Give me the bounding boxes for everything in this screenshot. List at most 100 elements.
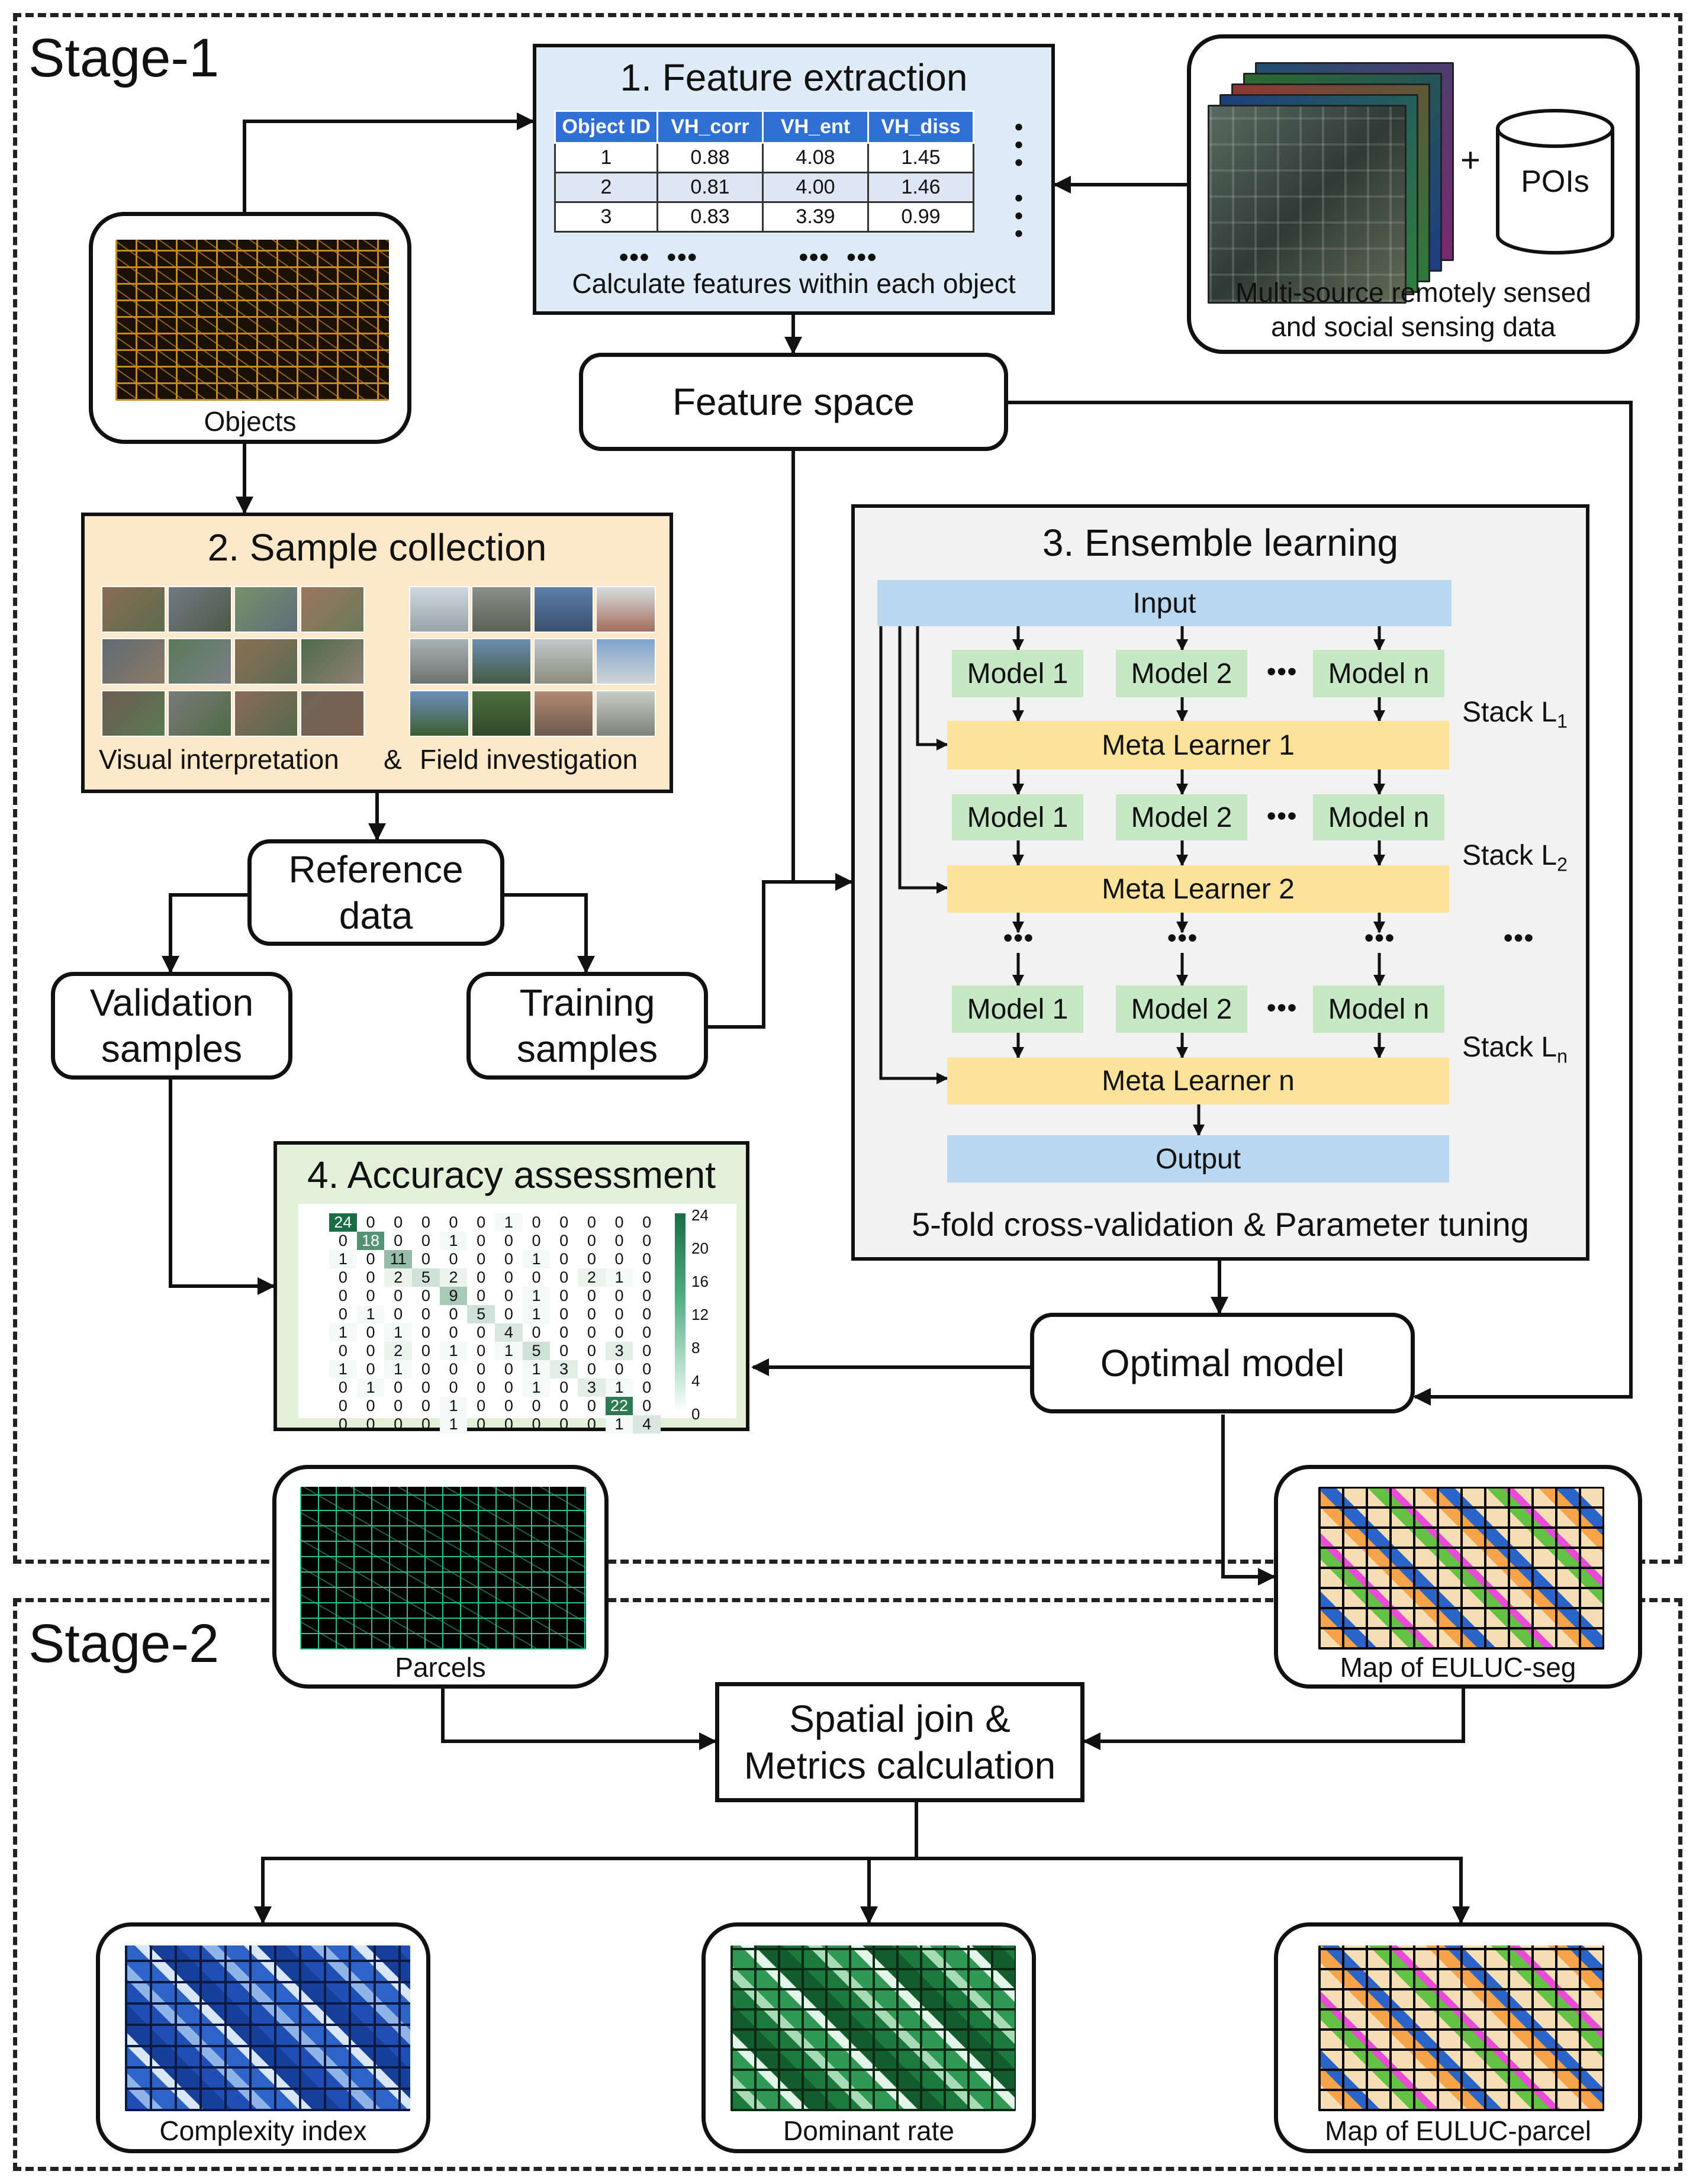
matrix-cell: 2 — [578, 1268, 606, 1287]
complexity-index-image — [125, 1945, 410, 2111]
aerial-photo — [168, 638, 232, 685]
matrix-cell: 0 — [421, 1305, 430, 1323]
stack-sub: n — [1557, 1045, 1568, 1067]
matrix-cell: 0 — [587, 1360, 596, 1378]
matrix-cell: 0 — [366, 1360, 375, 1378]
matrix-cell: 0 — [394, 1287, 403, 1304]
street-photo — [533, 586, 594, 633]
aerial-photo — [300, 638, 365, 685]
model-2-box: Model 2 — [1116, 650, 1247, 697]
matrix-cell: 1 — [522, 1378, 551, 1397]
stack-text: Stack L — [1462, 697, 1557, 728]
street-photo — [471, 638, 532, 685]
colorbar-tick: 12 — [691, 1306, 709, 1323]
matrix-cell: 1 — [384, 1323, 412, 1342]
matrix-cell: 0 — [559, 1232, 569, 1249]
model-n-box: Model n — [1313, 794, 1444, 840]
matrix-cell: 0 — [587, 1213, 596, 1231]
matrix-cell: 0 — [449, 1378, 458, 1396]
matrix-cell: 0 — [421, 1323, 430, 1341]
matrix-cell: 0 — [614, 1250, 624, 1268]
matrix-cell: 0 — [532, 1213, 541, 1231]
euluc-seg-box: Map of EULUC-seg — [1274, 1465, 1642, 1689]
matrix-cell: 0 — [421, 1287, 430, 1304]
matrix-cell: 0 — [449, 1213, 458, 1231]
stack-sub: 1 — [1557, 710, 1568, 732]
ensemble-output: Output — [947, 1135, 1449, 1183]
matrix-cell: 5 — [412, 1268, 440, 1287]
aerial-photo — [101, 638, 166, 685]
stack-ellipsis: ••• — [1504, 923, 1535, 952]
dominant-rate-image — [730, 1945, 1016, 2111]
matrix-cell: 0 — [642, 1342, 652, 1360]
matrix-cell: 0 — [477, 1232, 486, 1249]
matrix-cell: 0 — [394, 1305, 403, 1323]
table-cell: 0.88 — [656, 142, 764, 173]
aerial-photo — [168, 586, 232, 633]
matrix-cell: 0 — [477, 1378, 486, 1396]
matrix-cell: 0 — [642, 1250, 652, 1268]
matrix-cell: 0 — [394, 1378, 403, 1396]
model-n-box: Model n — [1313, 985, 1444, 1033]
parcels-image — [300, 1487, 586, 1650]
euluc-parcel-caption: Map of EULUC-parcel — [1325, 2115, 1591, 2146]
matrix-cell: 1 — [439, 1397, 468, 1415]
table-cell: 2 — [554, 172, 658, 203]
matrix-cell: 0 — [504, 1360, 513, 1378]
stack-ellipsis: ••• — [1003, 923, 1035, 952]
feature-extraction-title: 1. Feature extraction — [620, 56, 968, 99]
model-2-box: Model 2 — [1116, 794, 1247, 840]
street-photo — [471, 586, 532, 633]
matrix-cell: 0 — [587, 1250, 596, 1268]
matrix-cell: 0 — [504, 1397, 513, 1415]
matrix-cell: 0 — [587, 1305, 596, 1323]
matrix-cell: 3 — [550, 1360, 578, 1378]
matrix-cell: 0 — [449, 1305, 458, 1323]
table-header: VH_diss — [867, 110, 974, 144]
spatial-join-line1: Spatial join & — [789, 1697, 1010, 1741]
matrix-cell: 0 — [338, 1287, 347, 1304]
matrix-cell: 0 — [449, 1360, 458, 1378]
matrix-cell: 0 — [559, 1305, 569, 1323]
matrix-cell: 0 — [504, 1232, 513, 1249]
aerial-photo — [234, 690, 298, 737]
matrix-cell: 0 — [532, 1397, 541, 1415]
matrix-cell: 0 — [642, 1287, 652, 1304]
matrix-cell: 1 — [356, 1305, 385, 1323]
matrix-cell: 4 — [495, 1323, 523, 1342]
field-investigation-caption: Field investigation — [420, 744, 638, 775]
euluc-parcel-box: Map of EULUC-parcel — [1274, 1922, 1642, 2153]
table-header: VH_corr — [656, 110, 764, 144]
stack-ellipsis: ••• — [1167, 923, 1199, 952]
matrix-cell: 0 — [366, 1415, 375, 1433]
validation-samples-box: Validation samples — [51, 972, 292, 1080]
table-cell: 1.46 — [867, 172, 974, 203]
ensemble-footer: 5-fold cross-validation & Parameter tuni… — [912, 1206, 1529, 1243]
meta-learner-2-box: Meta Learner 2 — [947, 865, 1449, 913]
visual-interpretation-caption: Visual interpretation — [99, 744, 339, 775]
matrix-cell: 0 — [532, 1415, 541, 1433]
matrix-cell: 0 — [477, 1250, 486, 1268]
aerial-photo — [101, 690, 166, 737]
model-1-box: Model 1 — [952, 985, 1083, 1033]
matrix-cell: 1 — [329, 1250, 357, 1268]
satellite-image — [1208, 105, 1407, 304]
matrix-cell: 0 — [587, 1342, 596, 1360]
spatial-join-line2: Metrics calculation — [744, 1744, 1056, 1787]
matrix-cell: 9 — [439, 1287, 468, 1305]
matrix-cell: 0 — [642, 1268, 652, 1286]
street-photo — [409, 690, 469, 737]
table-header: VH_ent — [762, 110, 869, 144]
colorbar-tick: 4 — [691, 1372, 700, 1390]
reference-data-line2: data — [339, 894, 413, 937]
matrix-cell: 0 — [394, 1397, 403, 1415]
data-source-box: + POIs Multi-source remotely sensed and … — [1187, 34, 1640, 354]
matrix-cell: 0 — [559, 1268, 569, 1286]
matrix-cell: 0 — [587, 1415, 596, 1433]
matrix-cell: 0 — [559, 1287, 569, 1304]
street-photo — [409, 638, 469, 685]
matrix-cell: 0 — [614, 1323, 624, 1341]
meta-learner-n-box: Meta Learner n — [947, 1058, 1449, 1104]
matrix-cell: 0 — [477, 1323, 486, 1341]
